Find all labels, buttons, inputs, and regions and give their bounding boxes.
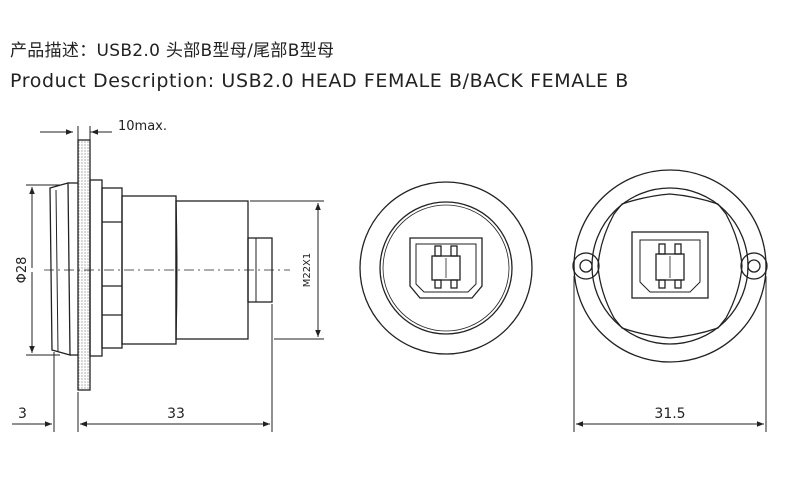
dim-label-thread: M22X1	[302, 253, 313, 288]
usb-b-port-rear	[631, 231, 709, 299]
dim-label-10max: 10max.	[118, 119, 167, 134]
front-view	[359, 181, 533, 355]
mounting-hole-right	[747, 259, 761, 273]
side-view	[12, 126, 324, 432]
rear-view	[572, 169, 768, 432]
dim-label-3: 3	[18, 406, 27, 422]
rear-outer-ring	[573, 169, 767, 363]
nut-body	[101, 187, 123, 349]
dim-label-31-5: 31.5	[654, 406, 685, 422]
front-inner-ring	[379, 201, 513, 335]
mounting-hole-left	[579, 259, 593, 273]
bezel-front-face	[49, 182, 71, 356]
rear-nut-scallops	[597, 193, 743, 339]
title-chinese: 产品描述：USB2.0 头部B型母/尾部B型母	[10, 41, 335, 61]
dim-label-33: 33	[167, 406, 185, 422]
nut-flange	[89, 179, 103, 357]
dim-label-diameter: Φ28	[15, 257, 30, 284]
front-outer-ring	[359, 181, 533, 355]
mounting-panel	[77, 139, 91, 391]
mounting-ear-right	[740, 252, 768, 280]
title-english: Product Description: USB2.0 HEAD FEMALE …	[10, 70, 629, 92]
usb-b-port-front	[409, 237, 483, 299]
mounting-ear-left	[572, 252, 600, 280]
